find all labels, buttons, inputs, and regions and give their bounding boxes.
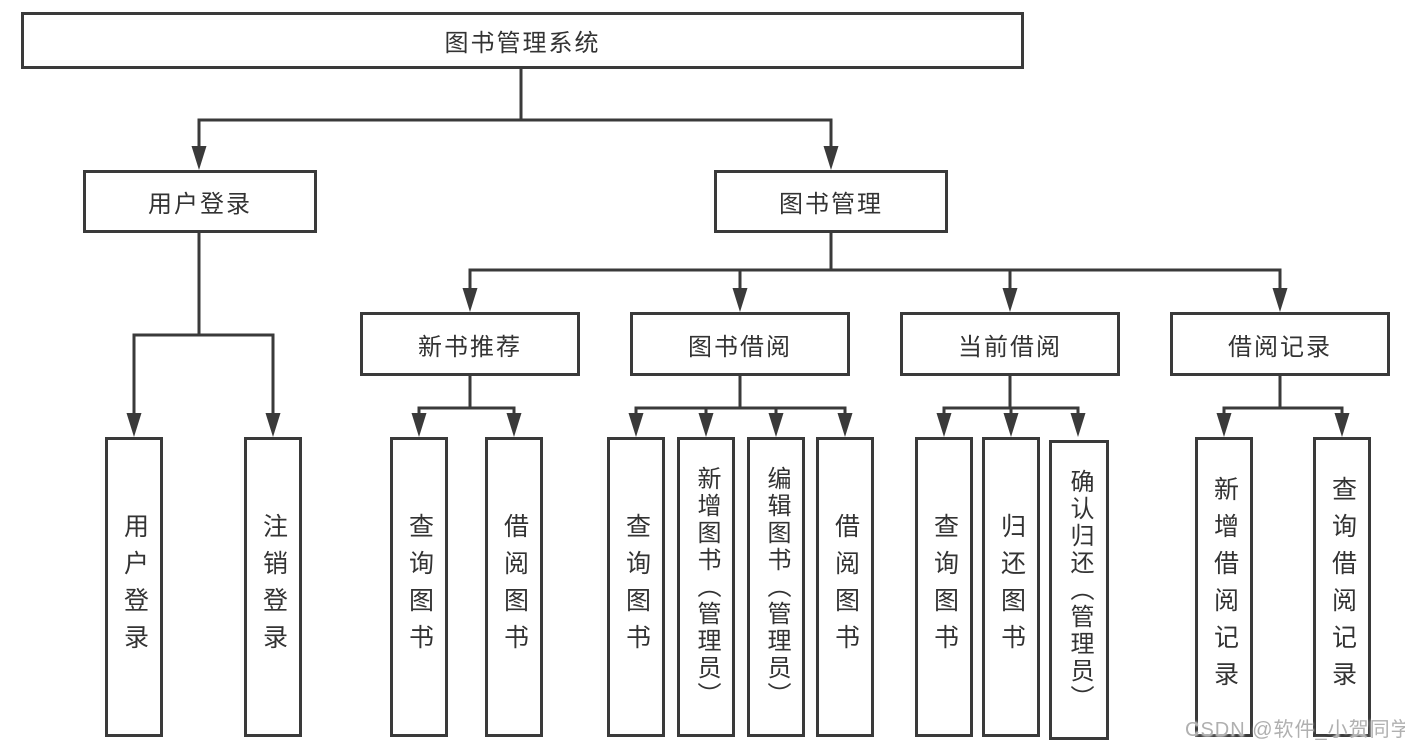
node-br-add-record: 新增借阅记录	[1195, 437, 1253, 737]
connector-root	[197, 69, 833, 150]
node-user-login: 用户登录	[105, 437, 163, 737]
node-cb-query-books: 查询图书	[915, 437, 973, 737]
arrowheads	[126, 146, 1350, 437]
connector-borrow-records	[1222, 375, 1344, 418]
connector-book-mgmt	[468, 232, 1282, 292]
node-root: 图书管理系统	[21, 12, 1024, 69]
node-bb-query-books: 查询图书	[607, 437, 665, 737]
node-cb-return-books: 归还图书	[982, 437, 1040, 737]
node-logout: 注销登录	[244, 437, 302, 737]
node-nbr-borrow-books: 借阅图书	[485, 437, 543, 737]
node-new-book-rec: 新书推荐	[360, 312, 580, 376]
node-borrow-records: 借阅记录	[1170, 312, 1390, 376]
connector-lines	[132, 69, 1344, 418]
connector-current-borrowing	[942, 375, 1080, 418]
node-bb-add-books-admin: 新增图书（管理员）	[677, 437, 735, 737]
node-bb-edit-books-admin: 编辑图书（管理员）	[747, 437, 805, 737]
node-book-mgmt-branch: 图书管理	[714, 170, 948, 233]
node-cb-confirm-return-admin: 确认归还（管理员）	[1049, 440, 1109, 740]
node-current-borrowing: 当前借阅	[900, 312, 1120, 376]
connector-new-book-rec	[417, 375, 516, 418]
node-nbr-query-books: 查询图书	[390, 437, 448, 737]
node-br-query-record: 查询借阅记录	[1313, 437, 1371, 737]
connector-user-login	[132, 232, 275, 418]
watermark: CSDN @软件_小贺同学	[1185, 719, 1405, 741]
node-bb-borrow-books: 借阅图书	[816, 437, 874, 737]
connector-book-borrowing	[634, 375, 847, 418]
node-user-login-branch: 用户登录	[83, 170, 317, 233]
node-book-borrowing: 图书借阅	[630, 312, 850, 376]
